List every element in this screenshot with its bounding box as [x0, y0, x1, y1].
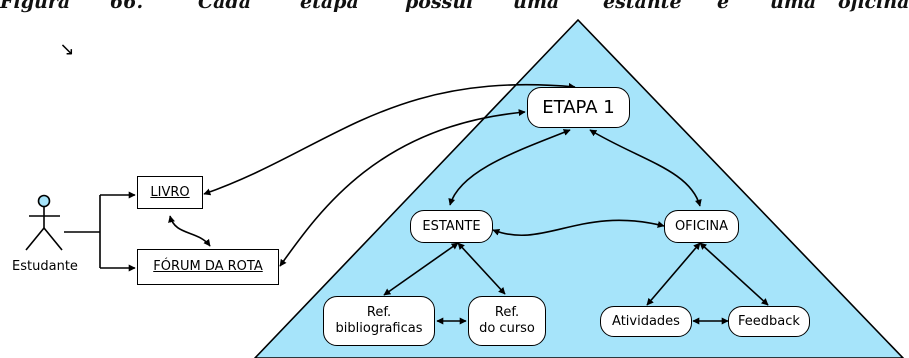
- diagonal-arrow-icon: ↘: [59, 39, 75, 61]
- caption-word: etapa: [300, 0, 359, 13]
- connector-etapa-estante: [448, 129, 571, 206]
- connector-livro-forum: [168, 215, 211, 247]
- connector-oficina-feedback: [699, 242, 769, 306]
- feedback-node: Feedback: [728, 306, 810, 337]
- atividades-node: Atividades: [600, 306, 692, 337]
- caption-word: possui: [405, 0, 474, 13]
- student-connectors: [64, 191, 136, 272]
- connector-estante-oficina: [492, 219, 665, 237]
- caption-word: estante: [603, 0, 682, 13]
- caption-word: e: [717, 0, 730, 13]
- connector-forum-etapa: [279, 109, 526, 267]
- ref-bibliograficas-node: Ref. bibliograficas: [323, 296, 435, 346]
- ref-curso-node: Ref. do curso: [468, 296, 546, 346]
- caption-word: Figura: [0, 0, 71, 13]
- forum-label: FÓRUM DA ROTA: [153, 259, 263, 275]
- figure-caption: Figura 66. Cada etapa possui uma estante…: [0, 0, 909, 17]
- caption-word: Cada: [198, 0, 252, 13]
- student-label: Estudante: [12, 259, 78, 275]
- livro-box: LIVRO: [137, 176, 203, 209]
- forum-box: FÓRUM DA ROTA: [137, 249, 279, 285]
- student-actor-icon: [25, 194, 63, 251]
- connector-etapa-oficina: [589, 129, 702, 207]
- oficina-node: OFICINA: [664, 210, 739, 243]
- caption-word: oficina: [838, 0, 909, 13]
- connector-estante-refcurso: [457, 242, 506, 295]
- livro-label: LIVRO: [150, 184, 190, 200]
- etapa-node: ETAPA 1: [527, 87, 630, 128]
- connector-oficina-atividades: [646, 242, 701, 306]
- connector-estante-refbib: [383, 242, 459, 296]
- caption-word: 66.: [110, 0, 144, 13]
- caption-word: uma: [770, 0, 817, 13]
- estante-node: ESTANTE: [410, 210, 493, 243]
- caption-word: uma: [513, 0, 560, 13]
